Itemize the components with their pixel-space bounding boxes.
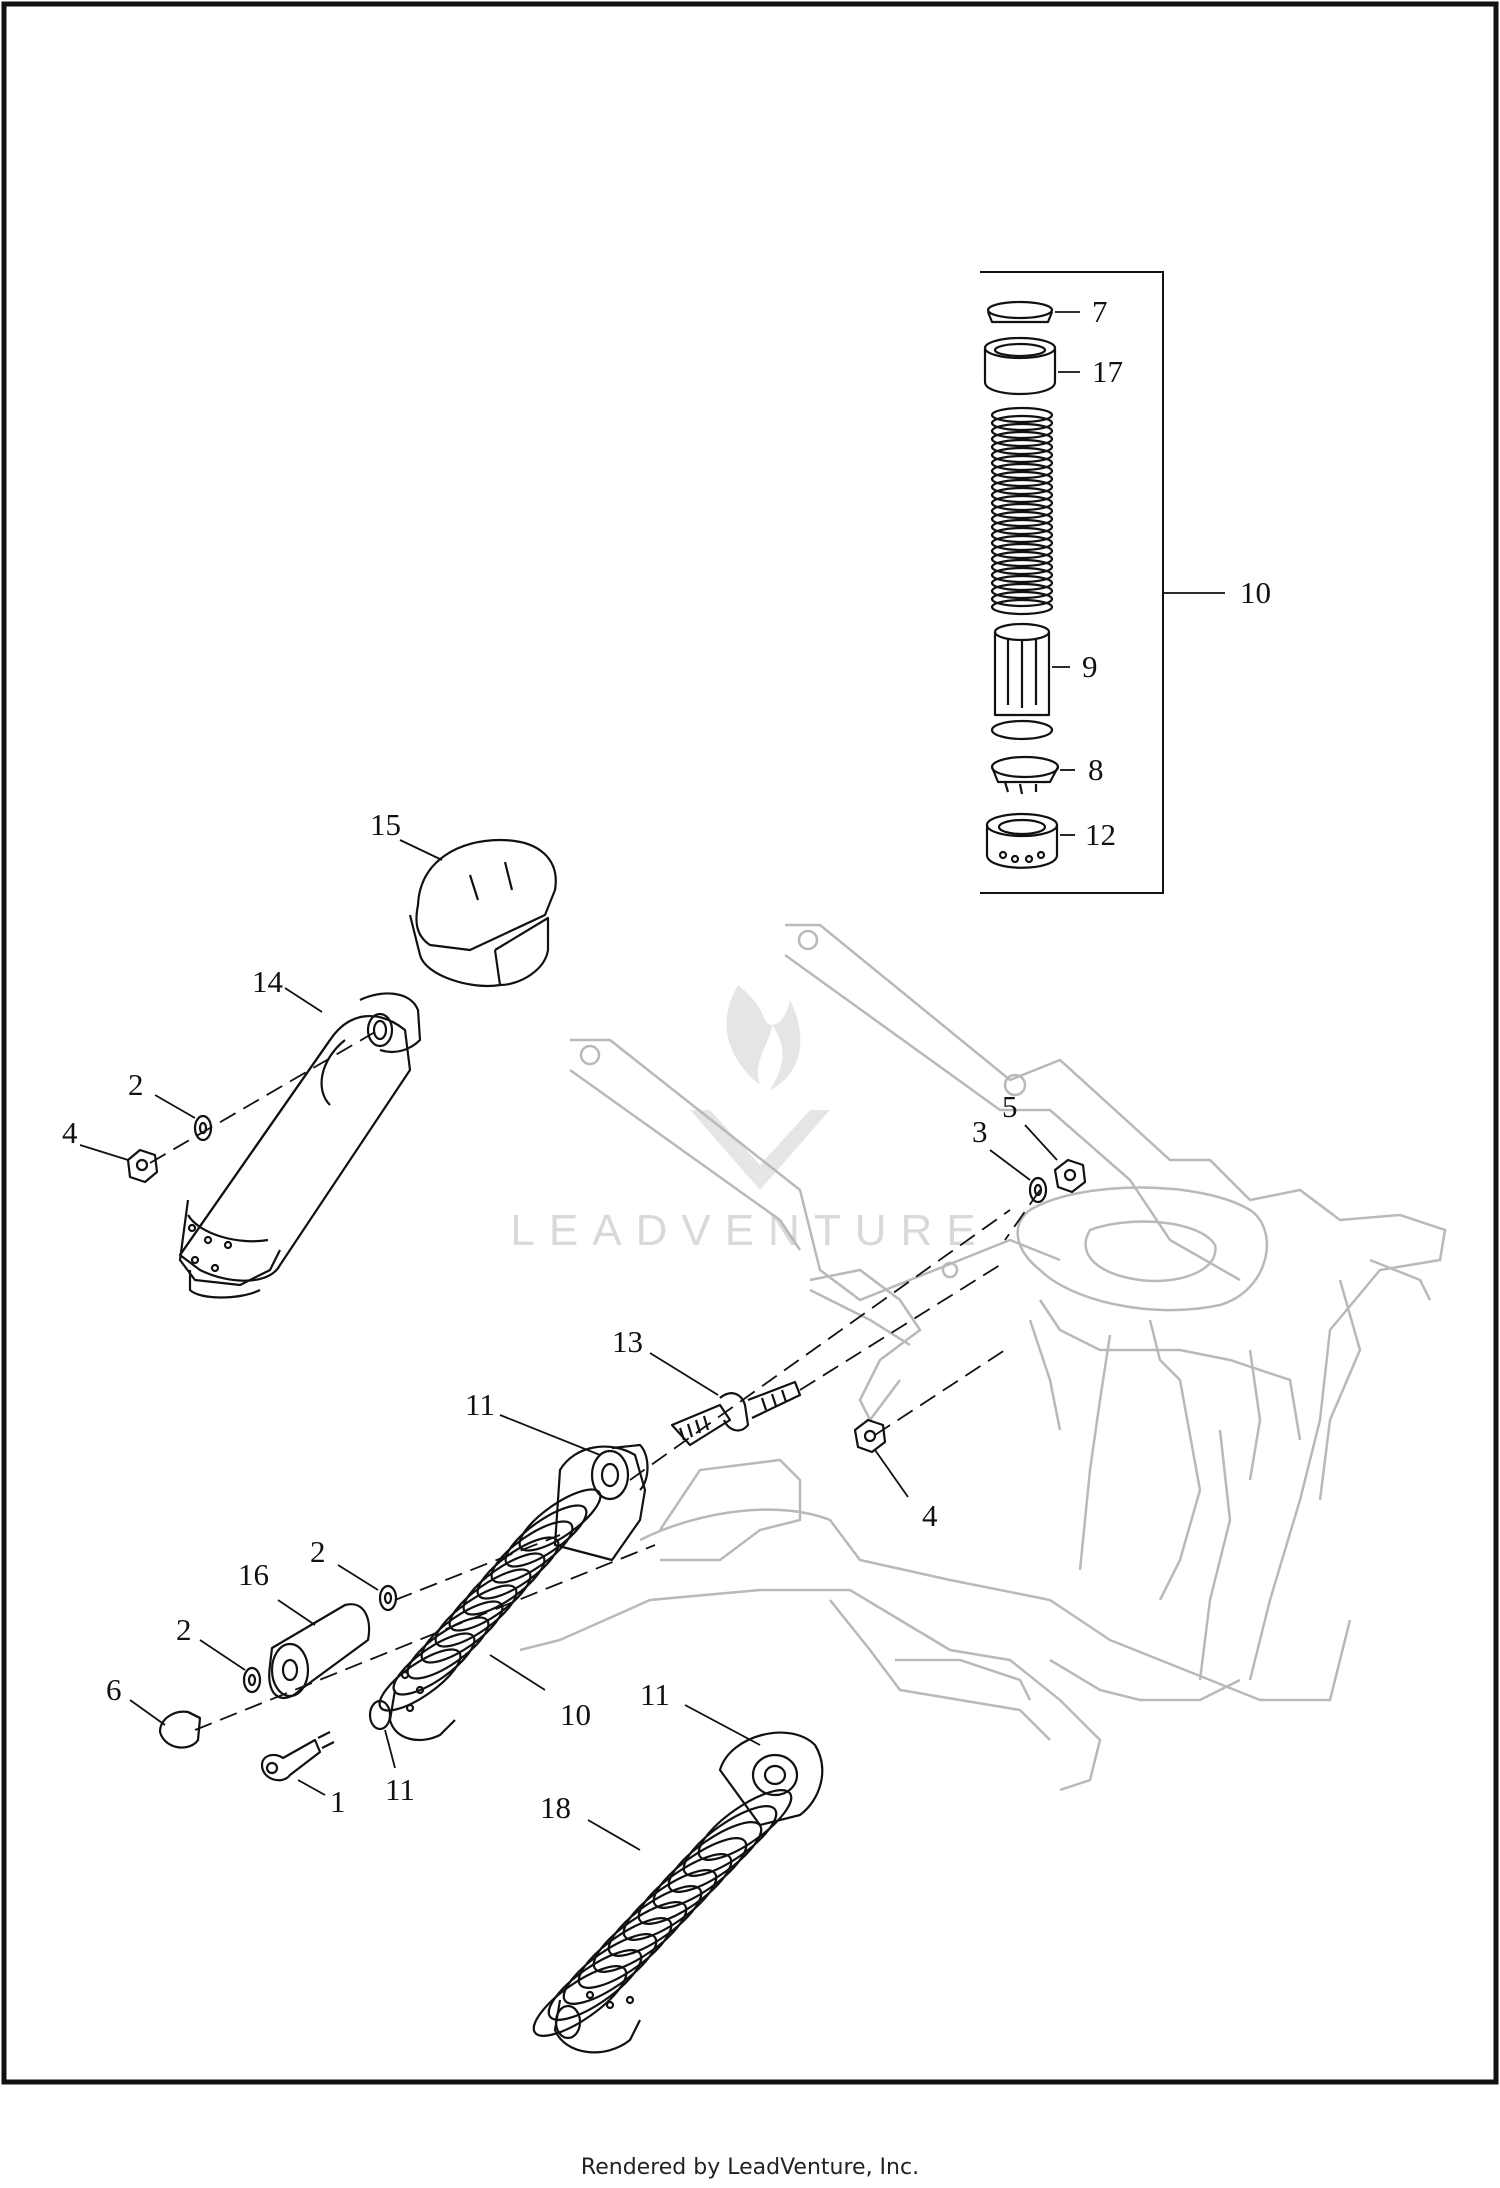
callout-17: 17 [1092, 354, 1123, 389]
callout-12: 12 [1085, 817, 1116, 852]
callout-4-lower: 4 [922, 1498, 938, 1533]
washer-right [1028, 1176, 1048, 1204]
callout-11-upper: 11 [465, 1387, 495, 1422]
callout-3: 3 [972, 1114, 988, 1149]
frame-swingarm [519, 923, 1447, 1792]
callout-13: 13 [612, 1324, 643, 1359]
retaining-ring [986, 300, 1054, 324]
nut-upper-left [126, 1148, 159, 1184]
callout-6: 6 [106, 1672, 122, 1707]
mounting-bolt [260, 1731, 335, 1782]
callout-7: 7 [1092, 294, 1108, 329]
alignment-lines [149, 1031, 1041, 1731]
callout-9: 9 [1082, 649, 1098, 684]
rear-shock-assembly [532, 1731, 824, 2054]
callout-labels: 7 17 10 9 8 12 15 14 2 4 3 5 13 11 4 2 1… [62, 294, 1271, 1825]
callout-16: 16 [238, 1557, 269, 1592]
nut-lower-right [853, 1418, 887, 1454]
callout-14: 14 [252, 964, 284, 999]
callout-18: 18 [540, 1790, 571, 1825]
coil-spring [990, 406, 1054, 616]
rear-shock-installed [368, 1443, 649, 1742]
callout-2-mid: 2 [310, 1534, 326, 1569]
spacer-sleeve [268, 1603, 371, 1700]
watermark-text: LEADVENTURE [510, 1206, 989, 1255]
footer-credit: Rendered by LeadVenture, Inc. [580, 2155, 920, 2180]
callout-2-upper: 2 [128, 1067, 144, 1102]
callout-1: 1 [330, 1784, 346, 1819]
spring-guide [990, 622, 1054, 741]
callout-2-lower: 2 [176, 1612, 192, 1647]
spring-collar [983, 336, 1057, 396]
callout-11-right: 11 [640, 1677, 670, 1712]
washer-lower-2 [242, 1666, 262, 1694]
shock-cover-boot [408, 838, 557, 988]
callout-8: 8 [1088, 752, 1104, 787]
exploded-view-box [980, 271, 1164, 894]
diagram-border [1, 1, 1499, 2085]
spring-seat [985, 812, 1059, 869]
rear-shock-absorber-upper [178, 992, 422, 1299]
leader-lines [79, 311, 1225, 1851]
callout-10-lower: 10 [560, 1697, 591, 1732]
callout-10-top: 10 [1240, 575, 1271, 610]
nut-right [1053, 1158, 1087, 1194]
callout-5: 5 [1002, 1089, 1018, 1124]
acorn-nut [158, 1710, 202, 1749]
callout-4-upper: 4 [62, 1115, 78, 1150]
washer-lower-1 [378, 1584, 398, 1612]
mounting-stud [670, 1380, 802, 1447]
callout-15: 15 [370, 807, 401, 842]
adjuster-ring [990, 755, 1060, 795]
callout-11-lower: 11 [385, 1772, 415, 1807]
